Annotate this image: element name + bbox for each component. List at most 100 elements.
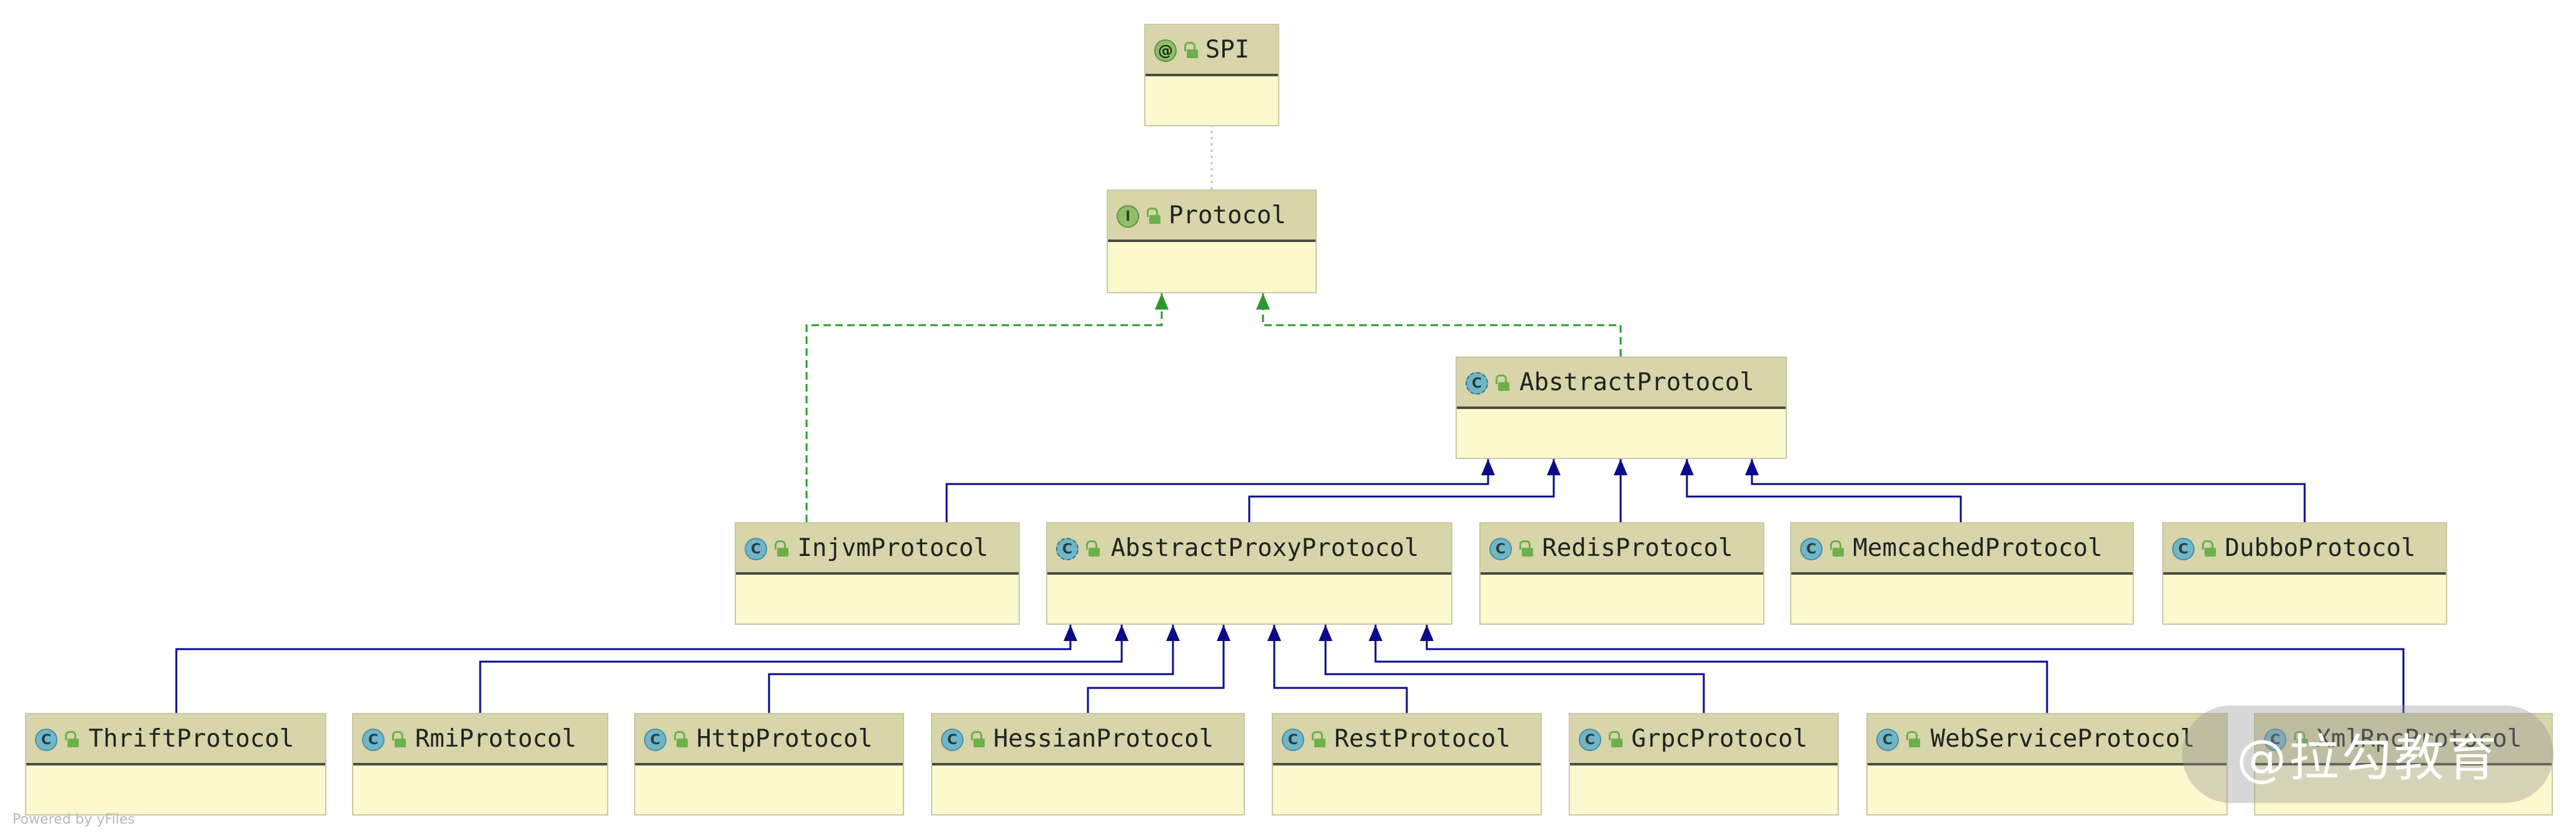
node-header: @SPI [1145,25,1278,76]
arrowhead [1745,459,1759,475]
node-name: DubboProtocol [2225,533,2416,562]
edge-line [1324,625,1705,713]
node-name: SPI [1205,35,1250,64]
node-name: RedisProtocol [1542,533,1733,562]
arrowhead [1420,625,1434,641]
public-access-icon [969,731,985,749]
arrowhead [1256,293,1270,310]
edge-line [175,625,1072,713]
edge-line [1262,293,1622,356]
public-access-icon [2200,540,2216,558]
abstract-class-icon: C [1466,372,1488,395]
edge-extends-redis-to-abstractprotocol [1614,459,1628,522]
node-injvm[interactable]: C InjvmProtocol [735,522,1020,625]
node-name: AbstractProtocol [1519,368,1754,396]
node-members [1457,411,1786,458]
node-members [353,768,607,814]
node-name: HttpProtocol [697,724,873,753]
edge-line [1426,625,2405,713]
node-spi[interactable]: @SPI [1144,24,1279,126]
node-members [1047,577,1451,623]
arrowhead [1481,459,1495,475]
public-access-icon [772,540,788,558]
edge-extends-grpc-to-abstractproxy [1319,625,1705,713]
node-name: ThriftProtocol [88,724,294,753]
edge-extends-webservice-to-abstractproxy [1369,625,2048,713]
edge-line [1751,459,2306,522]
node-name: AbstractProxyProtocol [1110,533,1419,562]
node-members [2255,768,2552,814]
public-access-icon [1828,540,1844,558]
node-header: C InjvmProtocol [736,523,1019,575]
edge-line [1248,459,1555,522]
class-icon: C [1282,729,1304,751]
edge-line [479,625,1123,713]
node-members [736,577,1019,623]
node-members [932,768,1244,814]
node-header: C DubboProtocol [2163,523,2446,575]
arrowhead [1217,625,1230,641]
node-members [2163,577,2446,623]
public-access-icon [1182,42,1198,59]
edge-extends-hessian-to-abstractproxy [1087,625,1230,713]
public-access-icon [1904,731,1920,749]
node-rest[interactable]: C RestProtocol [1272,713,1542,815]
edge-extends-rmi-to-abstractproxy [479,625,1129,713]
edge-line [1273,625,1408,713]
node-name: GrpcProtocol [1631,724,1808,753]
node-name: RmiProtocol [415,724,577,753]
node-header: C HttpProtocol [635,714,903,765]
arrowhead [1547,459,1561,475]
edge-implements-abstractprotocol-to-protocol [1256,293,1622,356]
arrowhead [1064,625,1077,641]
node-name: RestProtocol [1334,724,1511,753]
node-header: C RestProtocol [1273,714,1541,765]
node-http[interactable]: C HttpProtocol [634,713,904,815]
class-icon: C [2172,538,2195,560]
public-access-icon [1606,731,1623,749]
node-members [1145,79,1278,125]
edge-extends-abstractproxy-to-abstractprotocol [1248,459,1561,522]
arrowhead [1319,625,1332,641]
public-access-icon [390,731,406,749]
edge-extends-thrift-to-abstractproxy [175,625,1077,713]
node-members [26,768,325,814]
node-dubbo[interactable]: C DubboProtocol [2162,522,2447,625]
node-members [1570,768,1838,814]
edge-extends-dubbo-to-abstractprotocol [1745,459,2306,522]
public-access-icon [1144,208,1160,225]
class-icon: C [644,729,667,751]
node-members [1481,577,1763,623]
arrowhead [1267,625,1281,641]
edge-implements-injvm-to-protocol [805,293,1169,522]
arrowhead [1680,459,1694,475]
class-icon: C [1800,538,1823,560]
class-icon: C [1876,729,1899,751]
powered-by-footer: Powered by yFiles [13,812,135,827]
node-members [1273,768,1541,814]
node-name: XmlRpcProtocol [2316,724,2522,753]
class-icon: C [745,538,767,560]
node-name: InjvmProtocol [797,533,989,562]
public-access-icon [2292,731,2308,749]
watermark: @拉勾教育 [2182,705,2553,803]
edge-extends-memcached-to-abstractprotocol [1680,459,1962,522]
arrowhead [1166,625,1180,641]
node-abstractprotocol[interactable]: C AbstractProtocol [1456,356,1787,459]
